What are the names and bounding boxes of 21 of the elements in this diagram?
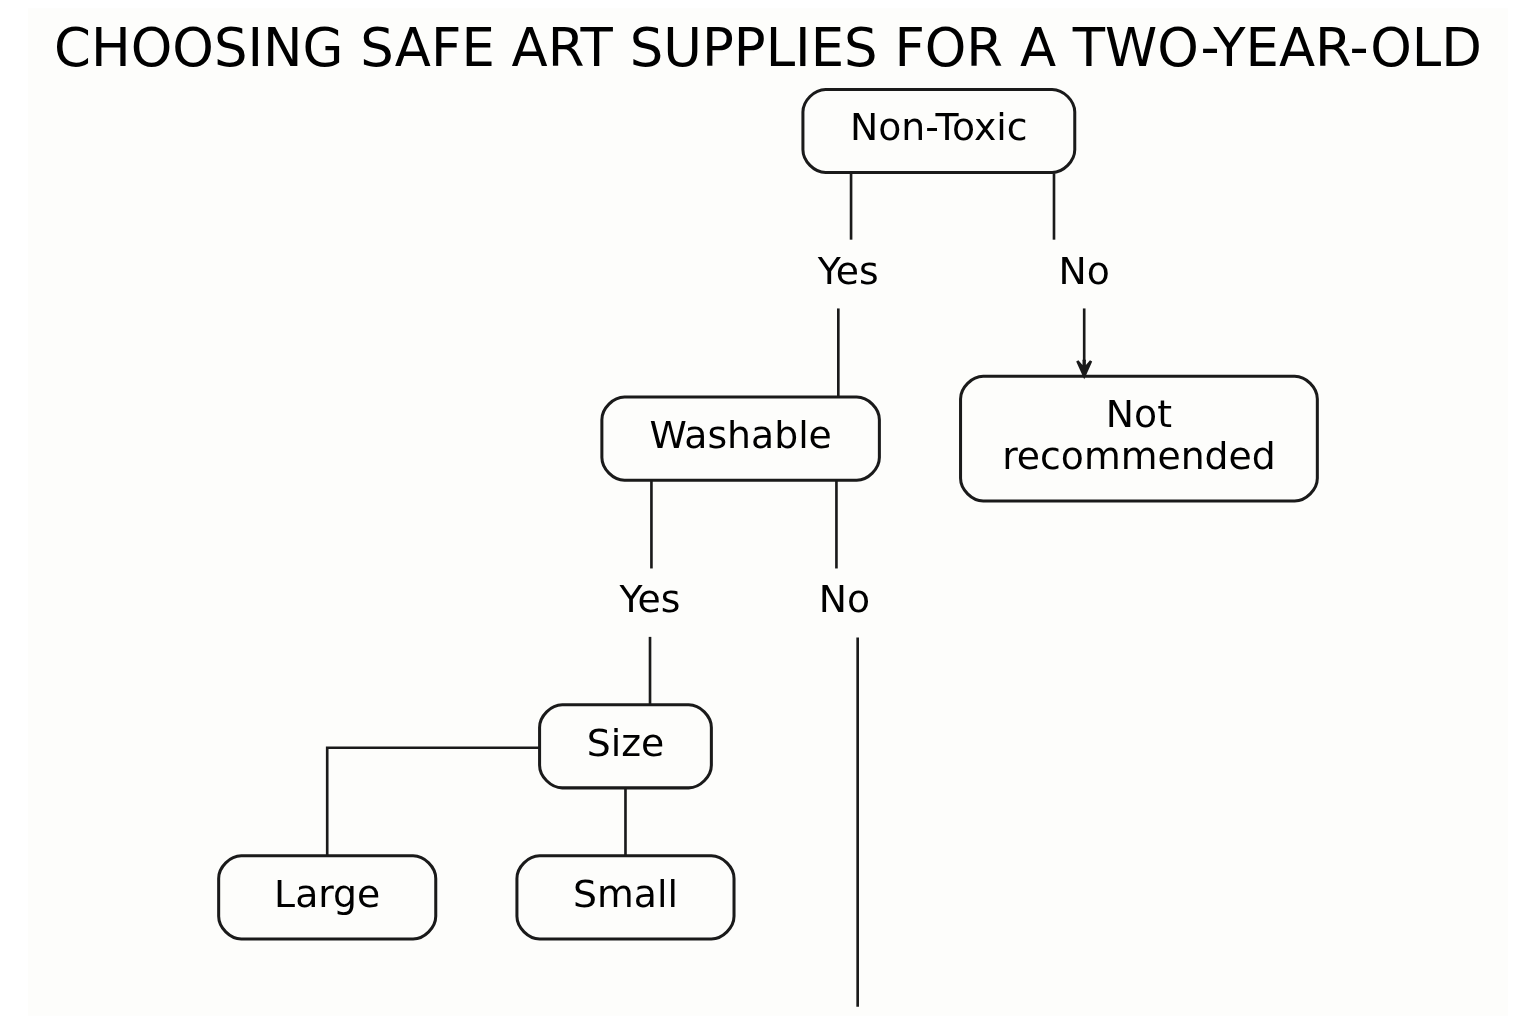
connector [837,308,840,398]
node-box: Large [217,854,438,941]
connector [325,746,540,856]
node-text: No [1058,248,1110,293]
connector [835,480,838,569]
connector [1052,173,1056,240]
arrow [1076,308,1093,378]
diagram-title: CHOOSING SAFE ART SUPPLIES FOR A TWO-YEAR-OLD [54,16,1482,78]
connector [856,637,859,1007]
node-box: Small [515,854,736,941]
node-text: Yes [619,577,681,622]
node-box: Washable [600,395,881,482]
connector [650,480,653,569]
connector [849,173,853,240]
connector [624,788,627,856]
node-box: Size [538,703,713,790]
node-text: Yes [817,248,879,293]
connector [648,636,652,705]
node-box: Not recommended [959,374,1319,503]
node-text: No [818,577,871,622]
node-box: Non-Toxic [801,87,1077,174]
